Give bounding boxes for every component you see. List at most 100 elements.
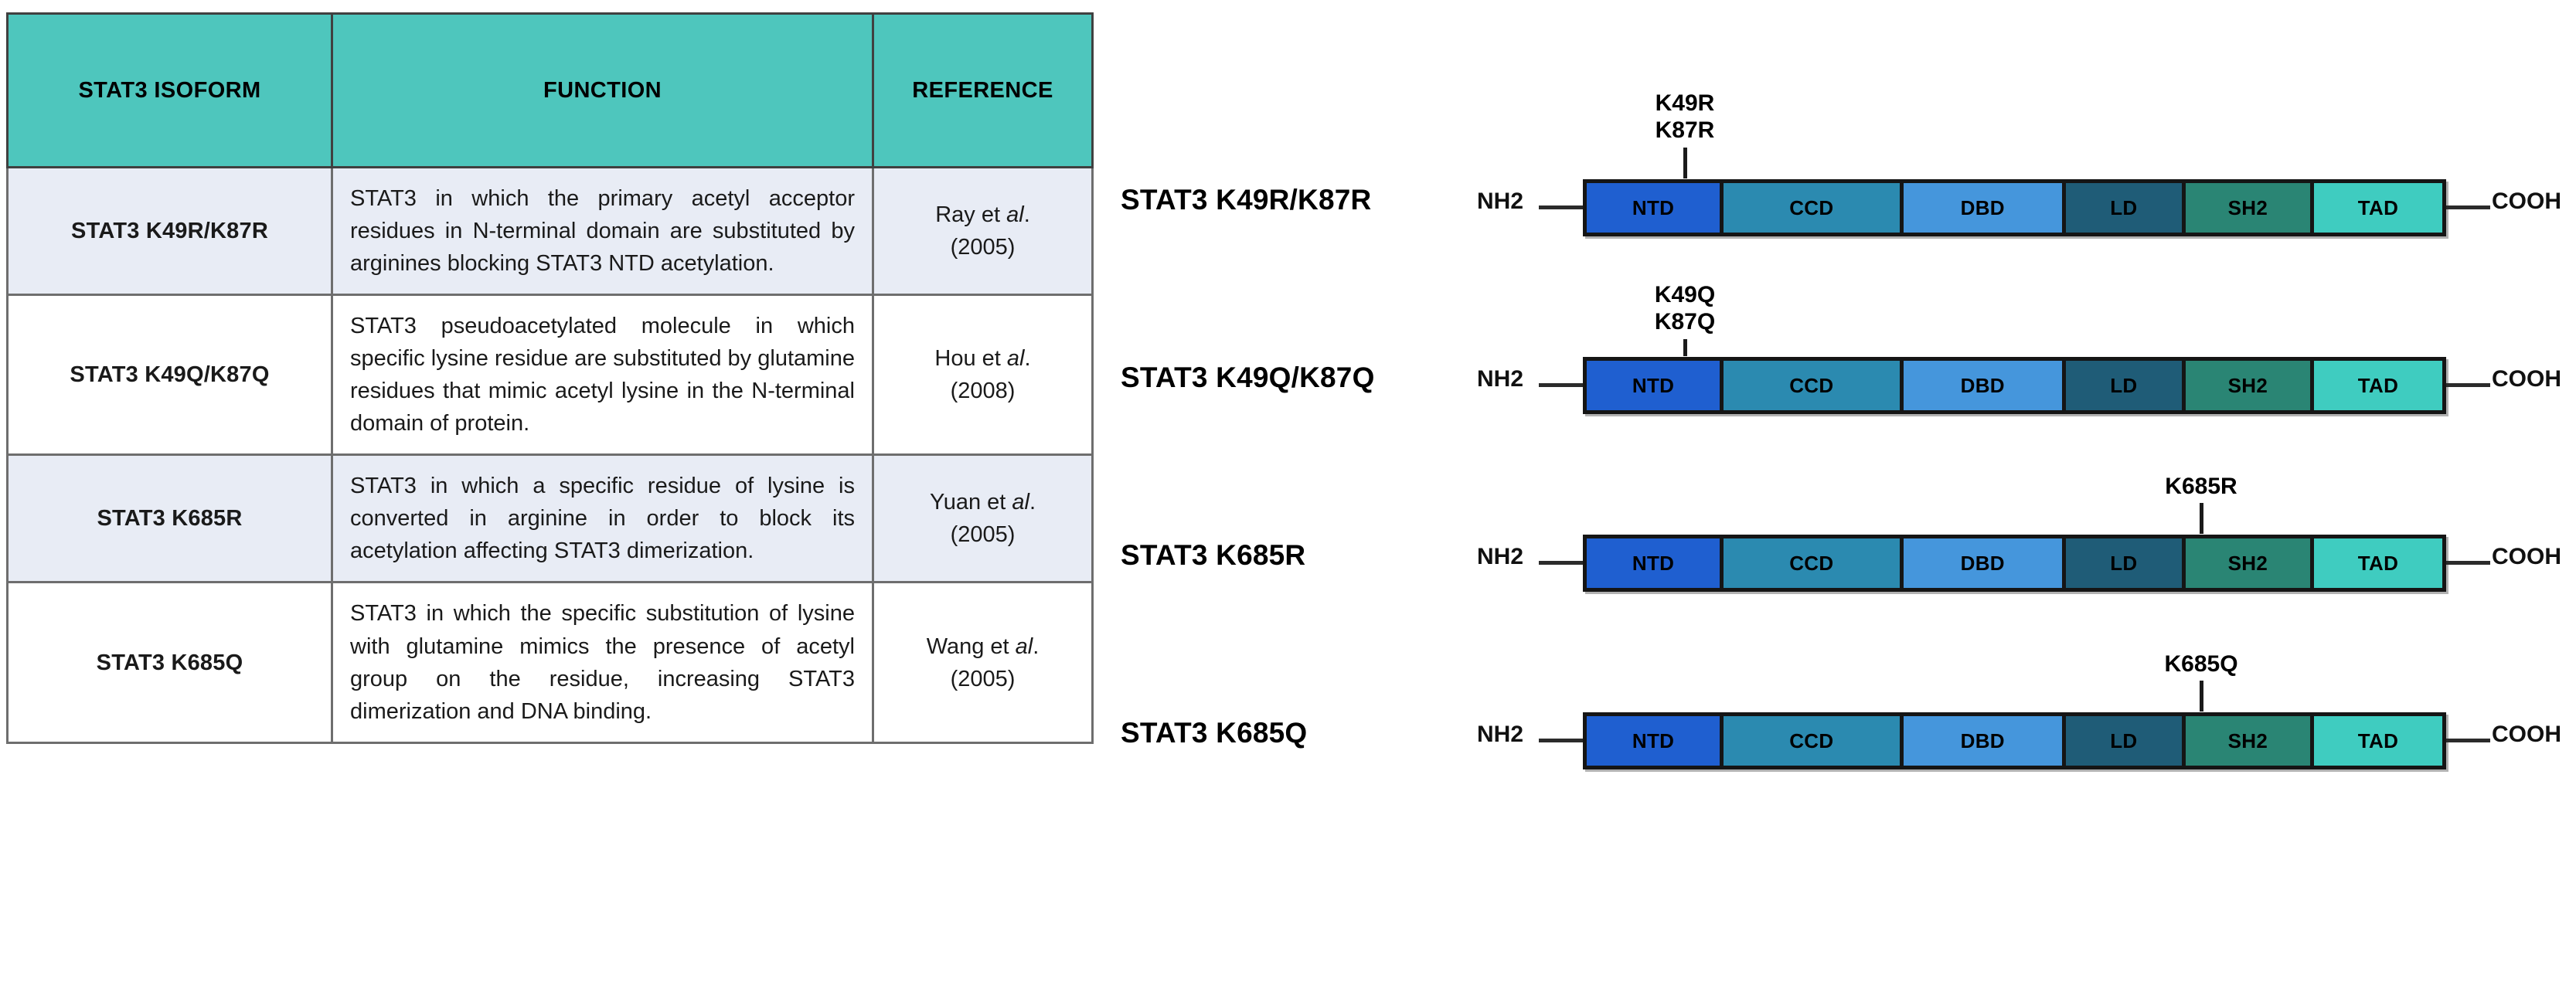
domain-segment-sh2: SH2 [2185, 716, 2314, 766]
reference-author: Wang et [926, 633, 1016, 659]
n-terminus-connector [1539, 739, 1583, 742]
reference-tail: . [1023, 202, 1030, 228]
table-header-row: STAT3 ISOFORM FUNCTION REFERENCE [6, 12, 1094, 168]
cell-function: STAT3 in which the specific substitution… [331, 581, 874, 744]
reference-author: Hou et [934, 346, 1007, 372]
construct-label: STAT3 K49R/K87R [1121, 184, 1372, 216]
column-header-function: FUNCTION [331, 12, 874, 168]
c-terminus-label: COOH [2492, 544, 2561, 569]
reference-etal: al [1012, 490, 1029, 515]
mutation-stem [1683, 147, 1687, 178]
cell-reference: Ray et al. (2005) [872, 165, 1094, 297]
domain-segment-dbd: DBD [1903, 716, 2066, 766]
reference-etal: al [1006, 202, 1024, 228]
cell-reference: Wang et al. (2005) [872, 581, 1094, 744]
n-terminus-connector [1539, 561, 1583, 565]
domain-segment-ld: LD [2065, 361, 2186, 410]
mutation-label: K87R [1655, 117, 1715, 144]
cell-isoform: STAT3 K685Q [6, 581, 333, 744]
mutation-callout: K685Q [2132, 650, 2271, 712]
domain-segment-ccd: CCD [1724, 361, 1904, 410]
construct-label: STAT3 K685Q [1121, 717, 1308, 749]
column-header-reference: REFERENCE [872, 12, 1094, 168]
domain-segment-dbd: DBD [1903, 183, 2066, 233]
domain-segment-sh2: SH2 [2185, 538, 2314, 588]
domain-segment-tad: TAD [2313, 361, 2442, 410]
cell-function: STAT3 pseudoacetylated molecule in which… [331, 294, 874, 457]
n-terminus-label: NH2 [1477, 544, 1524, 569]
mutation-label: K685R [2165, 474, 2237, 499]
c-terminus-connector [2446, 739, 2490, 742]
reference-etal: al [1015, 633, 1033, 659]
reference-year: (2005) [950, 666, 1016, 691]
mutation-callout: K685R [2132, 473, 2271, 535]
isoform-table: STAT3 ISOFORM FUNCTION REFERENCE STAT3 K… [6, 12, 1094, 744]
reference-year: (2005) [950, 235, 1016, 260]
reference-tail: . [1024, 346, 1031, 372]
reference-tail: . [1033, 633, 1040, 659]
domain-segment-ld: LD [2065, 183, 2186, 233]
reference-tail: . [1029, 490, 1036, 515]
cell-isoform: STAT3 K49R/K87R [6, 165, 333, 297]
column-header-isoform: STAT3 ISOFORM [6, 12, 333, 168]
domain-segment-sh2: SH2 [2185, 183, 2314, 233]
domain-segment-ntd: NTD [1587, 716, 1724, 766]
domain-segment-ntd: NTD [1587, 538, 1724, 588]
mutation-stem [1683, 338, 1687, 356]
mutation-stem [2199, 503, 2203, 535]
c-terminus-connector [2446, 561, 2490, 565]
table-row: STAT3 K49Q/K87Q STAT3 pseudoacetylated m… [6, 294, 1094, 457]
n-terminus-label: NH2 [1477, 189, 1524, 214]
domain-segment-ccd: CCD [1724, 716, 1904, 766]
reference-year: (2005) [950, 522, 1016, 548]
n-terminus-connector [1539, 383, 1583, 387]
domain-segment-ld: LD [2065, 538, 2186, 588]
domain-segment-tad: TAD [2313, 183, 2442, 233]
reference-year: (2008) [950, 379, 1016, 404]
domain-segment-ld: LD [2065, 716, 2186, 766]
n-terminus-connector [1539, 205, 1583, 209]
domain-segment-tad: TAD [2313, 538, 2442, 588]
domain-segment-ntd: NTD [1587, 361, 1724, 410]
n-terminus-label: NH2 [1477, 722, 1524, 747]
c-terminus-label: COOH [2492, 189, 2561, 214]
reference-etal: al [1006, 346, 1025, 372]
table-row: STAT3 K685R STAT3 in which a specific re… [6, 453, 1094, 584]
construct-label: STAT3 K685R [1121, 539, 1306, 571]
domain-segment-dbd: DBD [1903, 361, 2066, 410]
domain-segment-sh2: SH2 [2185, 361, 2314, 410]
domain-segment-tad: TAD [2313, 716, 2442, 766]
reference-author: Yuan et [929, 490, 1012, 515]
construct-label: STAT3 K49Q/K87Q [1121, 362, 1375, 393]
cell-function: STAT3 in which a specific residue of lys… [331, 453, 874, 584]
domain-segment-dbd: DBD [1903, 538, 2066, 588]
domain-segment-ntd: NTD [1587, 183, 1724, 233]
isoform-table-panel: STAT3 ISOFORM FUNCTION REFERENCE STAT3 K… [6, 12, 1094, 744]
domain-segment-ccd: CCD [1724, 183, 1904, 233]
cell-reference: Hou et al. (2008) [872, 294, 1094, 457]
c-terminus-connector [2446, 205, 2490, 209]
reference-author: Ray et [935, 202, 1007, 228]
n-terminus-label: NH2 [1477, 366, 1524, 392]
c-terminus-label: COOH [2492, 366, 2561, 392]
c-terminus-label: COOH [2492, 722, 2561, 747]
c-terminus-connector [2446, 383, 2490, 387]
cell-function: STAT3 in which the primary acetyl accept… [331, 165, 874, 297]
cell-reference: Yuan et al. (2005) [872, 453, 1094, 584]
mutation-stem [2199, 681, 2203, 712]
table-row: STAT3 K49R/K87R STAT3 in which the prima… [6, 165, 1094, 297]
cell-isoform: STAT3 K685R [6, 453, 333, 584]
mutation-label: K87Q [1654, 309, 1716, 335]
